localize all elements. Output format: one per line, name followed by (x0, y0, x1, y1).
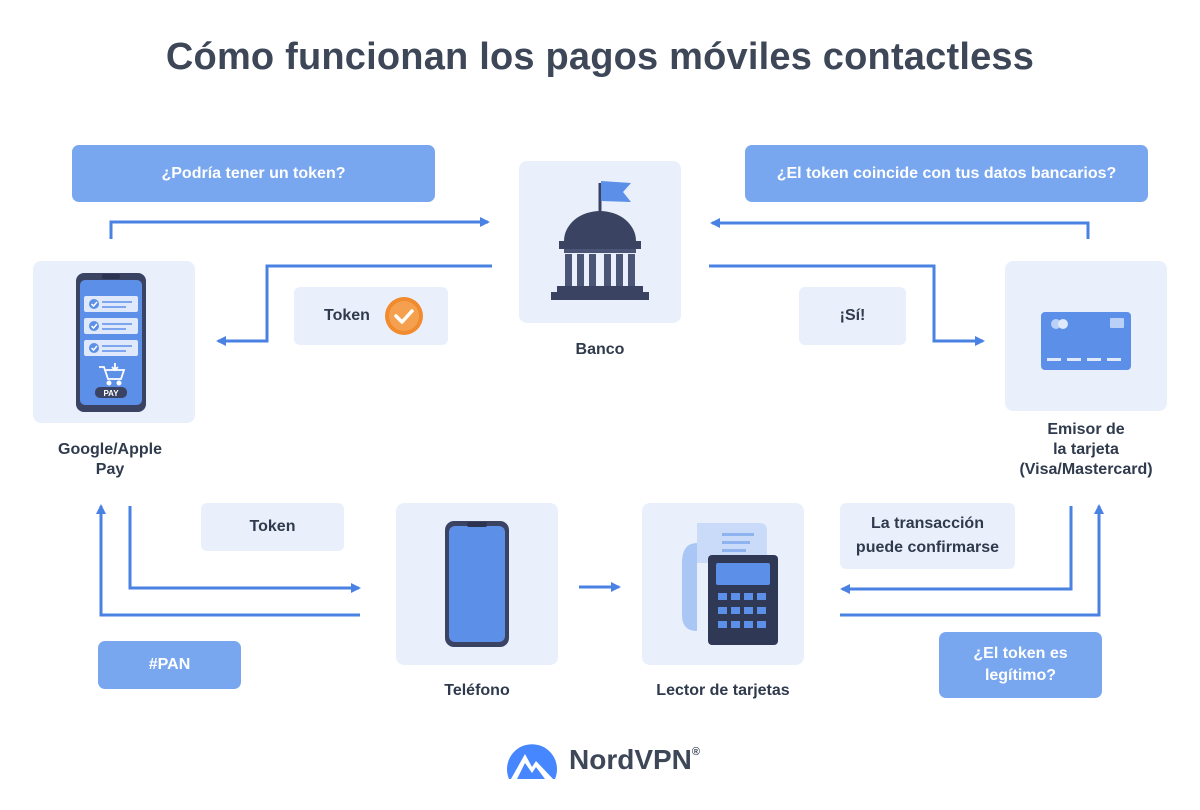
arrow-bank-to-issuer (709, 264, 985, 346)
message-yes: ¡Sí! (799, 287, 906, 345)
credit-card-icon (1041, 312, 1131, 370)
arrow-issuer-to-bank (710, 218, 1090, 239)
nordvpn-mountain-icon (507, 744, 557, 779)
arrow-phone-to-wallet (96, 504, 360, 617)
message-token-to-phone: Token (201, 503, 344, 551)
smartphone-icon (445, 521, 509, 647)
arrow-wallet-to-phone (128, 506, 361, 593)
message-pan: #PAN (98, 641, 241, 689)
arrow-reader-to-issuer (840, 504, 1104, 617)
issuer-label: Emisor de la tarjeta (Visa/Mastercard) (1019, 421, 1153, 478)
pay-badge: PAY (103, 389, 119, 398)
brand-trademark: ® (691, 746, 701, 758)
message-confirm: La transacción puede confirmarse (840, 503, 1015, 569)
phone-label: Teléfono (444, 682, 510, 699)
message-legit: ¿El token es legítimo? (939, 632, 1102, 698)
phone-node (396, 503, 558, 665)
reader-label: Lector de tarjetas (656, 682, 790, 699)
wallet-phone-icon: PAY (76, 273, 146, 412)
reader-node (642, 503, 804, 665)
bank-label: Banco (575, 341, 625, 358)
cart-icon (99, 363, 126, 386)
arrow-issuer-to-reader (840, 506, 1073, 594)
issuer-node (1005, 261, 1167, 411)
arrow-wallet-to-bank (109, 217, 490, 239)
wallet-node: PAY (33, 261, 195, 423)
brand-logo: NordVPN ® (505, 736, 705, 784)
brand-name: NordVPN (569, 744, 692, 775)
wallet-label: Google/Apple Pay (58, 441, 162, 478)
message-token-reply: Token (294, 287, 448, 345)
page-title: Cómo funcionan los pagos móviles contact… (165, 36, 1035, 78)
arrow-bank-to-wallet (216, 264, 492, 346)
message-ask-token: ¿Podría tener un token? (72, 145, 435, 202)
token-reply-text: Token (324, 307, 370, 324)
card-reader-icon (682, 523, 778, 645)
bank-node (519, 161, 681, 323)
check-circle-icon (384, 297, 423, 335)
bank-icon (551, 181, 649, 300)
message-token-match: ¿El token coincide con tus datos bancari… (745, 145, 1148, 202)
